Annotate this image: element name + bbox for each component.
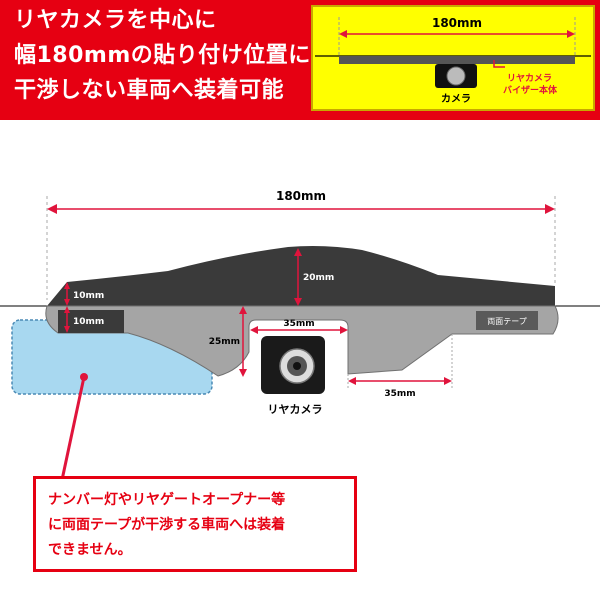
right-offset-arrow-right (444, 377, 452, 385)
inset-camera-label: カメラ (441, 93, 471, 105)
width-arrow-left (47, 204, 57, 214)
inset-visor-label-line2: バイザー本体 (503, 84, 558, 96)
warning-line-1: ナンバー灯やリヤゲートオープナー等 (48, 492, 286, 508)
visor-bottom-section (45, 305, 559, 377)
camera-depth-arrow-down (239, 369, 247, 377)
visor-left-edge-patch (58, 310, 124, 333)
double-sided-tape (476, 311, 538, 330)
right-offset-arrow-left (348, 377, 356, 385)
left-bottom-arrow-up (64, 306, 70, 313)
camera-depth-label: 25mm (209, 337, 240, 347)
inset-camera-lens (446, 66, 466, 86)
height-arrow-top (294, 248, 302, 256)
height-label: 20mm (303, 273, 334, 283)
inset-width-label: 180mm (432, 16, 482, 30)
inset-diagram: 180mm カメラ リヤカメラ バイザー本体 (311, 5, 595, 111)
warning-pointer-line (60, 376, 86, 481)
left-top-label: 10mm (73, 291, 104, 301)
warning-callout: ナンバー灯やリヤゲートオープナー等 に両面テープが干渉する車両へは装着 できませ… (33, 476, 357, 572)
right-offset-label: 35mm (384, 389, 415, 399)
camera-width-label: 35mm (283, 319, 314, 329)
visor-top-section (47, 246, 555, 306)
rear-camera-lens-center (293, 362, 301, 370)
inset-arrow-right (567, 30, 575, 38)
warning-line-3: できません。 (48, 542, 132, 558)
height-arrow-bottom (294, 298, 302, 306)
headline-line-1: リヤカメラを中心に (14, 8, 217, 33)
inset-visor-label-line1: リヤカメラ (507, 73, 552, 84)
headline-banner: リヤカメラを中心に 幅180mmの貼り付け位置に 干渉しない車両へ装着可能 18… (0, 0, 600, 120)
inset-illustration: 180mm カメラ リヤカメラ バイザー本体 (315, 16, 591, 105)
inset-visor-body (339, 56, 575, 64)
inset-visor-callout (493, 60, 505, 68)
left-bottom-arrow-down (64, 326, 70, 333)
width-label: 180mm (276, 189, 326, 203)
tape-label: 両面テープ (487, 317, 527, 326)
camera-width-arrow-left (250, 326, 258, 334)
inset-arrow-left (339, 30, 347, 38)
width-arrow-right (545, 204, 555, 214)
rear-camera-label: リヤカメラ (268, 403, 323, 416)
warning-line-2: に両面テープが干渉する車両へは装着 (48, 517, 286, 533)
left-bottom-label: 10mm (73, 317, 104, 327)
headline-line-3: 干渉しない車両へ装着可能 (14, 78, 285, 103)
left-top-arrow-up (64, 282, 70, 289)
camera-width-arrow-right (340, 326, 348, 334)
left-top-arrow-down (64, 299, 70, 306)
camera-depth-arrow-up (239, 306, 247, 314)
headline-line-2: 幅180mmの貼り付け位置に (14, 43, 311, 68)
